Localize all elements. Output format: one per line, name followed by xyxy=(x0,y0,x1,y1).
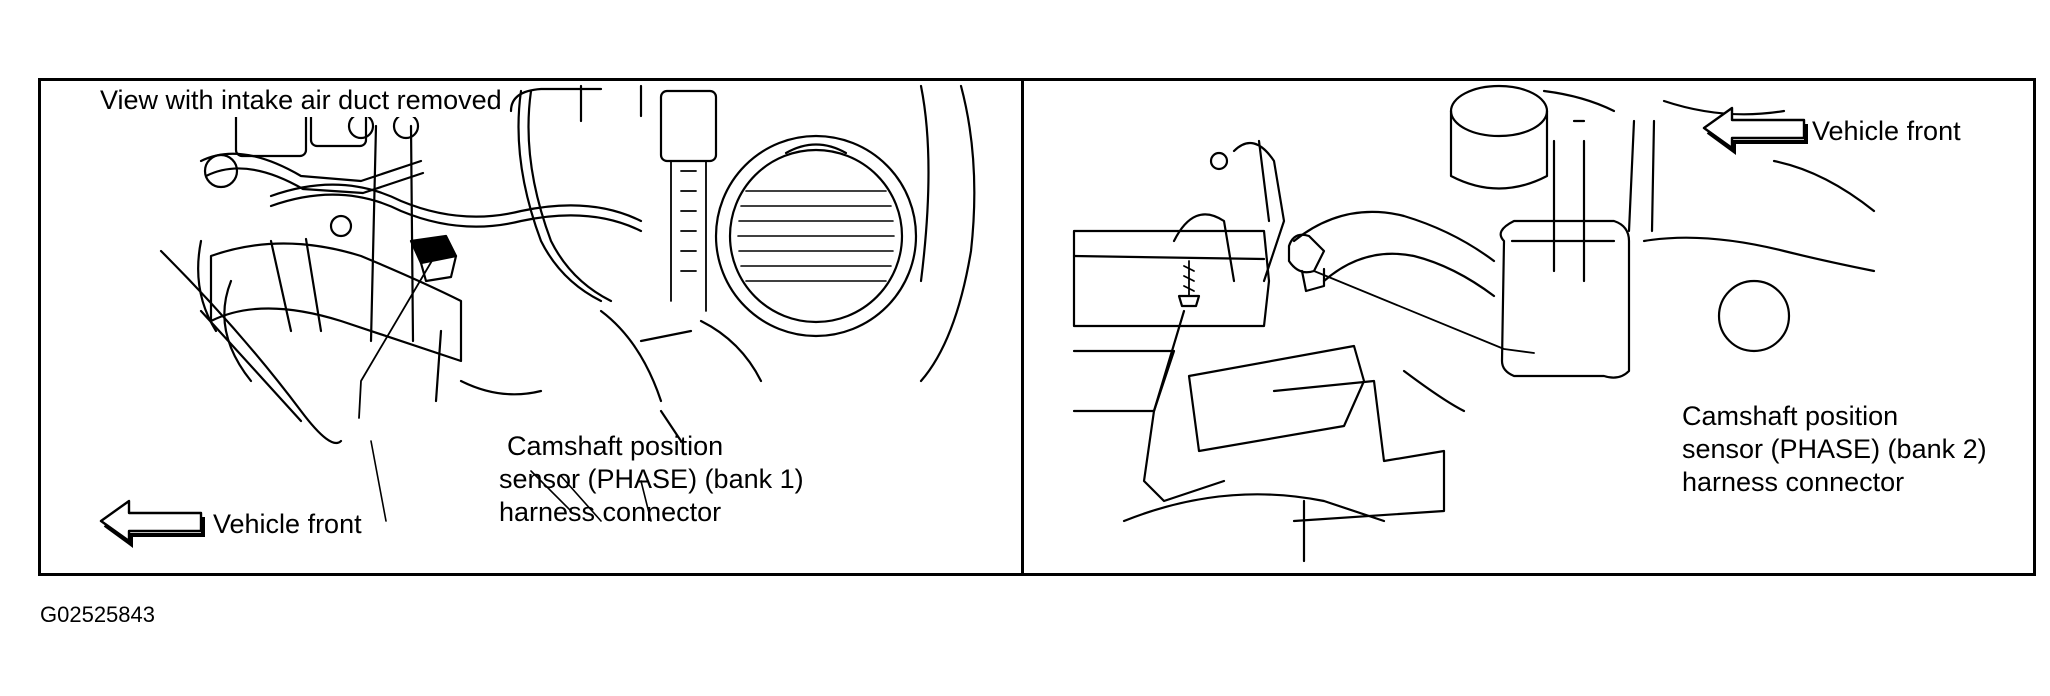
coil-cluster xyxy=(1232,139,1286,283)
under-line xyxy=(159,249,343,444)
harness-wire-1 xyxy=(269,183,643,223)
bolt-2 xyxy=(347,112,375,140)
cap-body xyxy=(1449,109,1549,190)
bank2-callout: Camshaft position sensor (PHASE) (bank 2… xyxy=(1682,400,1987,499)
connector-body xyxy=(419,254,458,283)
stud-nut xyxy=(1177,294,1201,308)
pulley xyxy=(1717,279,1791,353)
bank2-callout-line-2: sensor (PHASE) (bank 2) xyxy=(1682,434,1987,464)
strap xyxy=(369,124,415,343)
cap-top xyxy=(1449,84,1549,138)
wire-down-2 xyxy=(527,89,613,303)
bank1-callout-line-2: sensor (PHASE) (bank 1) xyxy=(499,464,804,494)
throttle-body-outer xyxy=(714,134,918,338)
bank2-callout-line-3: harness connector xyxy=(1682,467,1905,497)
housing-edge xyxy=(919,84,976,383)
figure-frame xyxy=(38,78,2036,576)
throttle-plate xyxy=(737,190,895,282)
bank2-connector xyxy=(1287,233,1326,274)
bank2-leader-line xyxy=(1313,270,1535,354)
left-bracket xyxy=(1172,213,1236,283)
right-contour xyxy=(1642,236,1876,273)
arrow-left-icon xyxy=(1702,106,1808,155)
bank2-connector-body xyxy=(1300,267,1326,293)
lower-parts xyxy=(599,309,763,443)
bottom-contour xyxy=(1122,493,1386,563)
harness-wire-2 xyxy=(269,193,643,233)
bolt-3 xyxy=(392,112,420,140)
block-edge xyxy=(1072,254,1266,261)
big-hose xyxy=(1292,210,1496,298)
bank1-leader-line xyxy=(358,258,434,419)
throttle-body-inner xyxy=(728,148,904,324)
bank1-callout-line-1: Camshaft position xyxy=(507,431,724,461)
fitting xyxy=(203,153,239,189)
bolt-1 xyxy=(329,214,353,238)
lower-diagonal xyxy=(1142,309,1226,503)
right-vehicle-front-label: Vehicle front xyxy=(1812,116,1961,146)
small-bolt xyxy=(1209,151,1229,171)
left-vehicle-front-label: Vehicle front xyxy=(213,509,362,539)
lower-line xyxy=(1402,369,1466,413)
tube-1 xyxy=(1552,119,1586,283)
figure-id: G02525843 xyxy=(40,602,155,627)
ribbed-hose xyxy=(670,160,707,312)
arrow-left-icon xyxy=(99,499,205,548)
throttle-top xyxy=(784,143,848,155)
sensor-block xyxy=(659,89,718,163)
fuel-line xyxy=(199,152,423,183)
hose-clamp xyxy=(269,237,323,333)
coil-1 xyxy=(234,109,308,158)
bank1-callout: Camshaft position sensor (PHASE) (bank 1… xyxy=(499,430,812,529)
upper-block xyxy=(1072,229,1271,328)
lower-block-2 xyxy=(1272,379,1446,523)
housing-edge-2 xyxy=(919,84,930,283)
wire-down xyxy=(517,89,603,303)
box-housing xyxy=(1499,219,1631,379)
panel-divider xyxy=(1021,78,1024,576)
fuel-line-2 xyxy=(204,167,425,195)
right-engine-illustration xyxy=(1072,84,1876,563)
bank1-callout-line-3: harness connector xyxy=(499,497,722,527)
stud xyxy=(1183,260,1195,297)
lower-left-block xyxy=(1072,349,1176,413)
lower-block-1 xyxy=(1187,344,1366,453)
bank2-callout-line-1: Camshaft position xyxy=(1682,401,1899,431)
misc-lines xyxy=(199,309,543,423)
view-note: View with intake air duct removed xyxy=(96,84,506,117)
bottom-strokes xyxy=(370,440,652,522)
cap-wire xyxy=(1542,89,1616,113)
tube-2 xyxy=(1627,119,1656,233)
